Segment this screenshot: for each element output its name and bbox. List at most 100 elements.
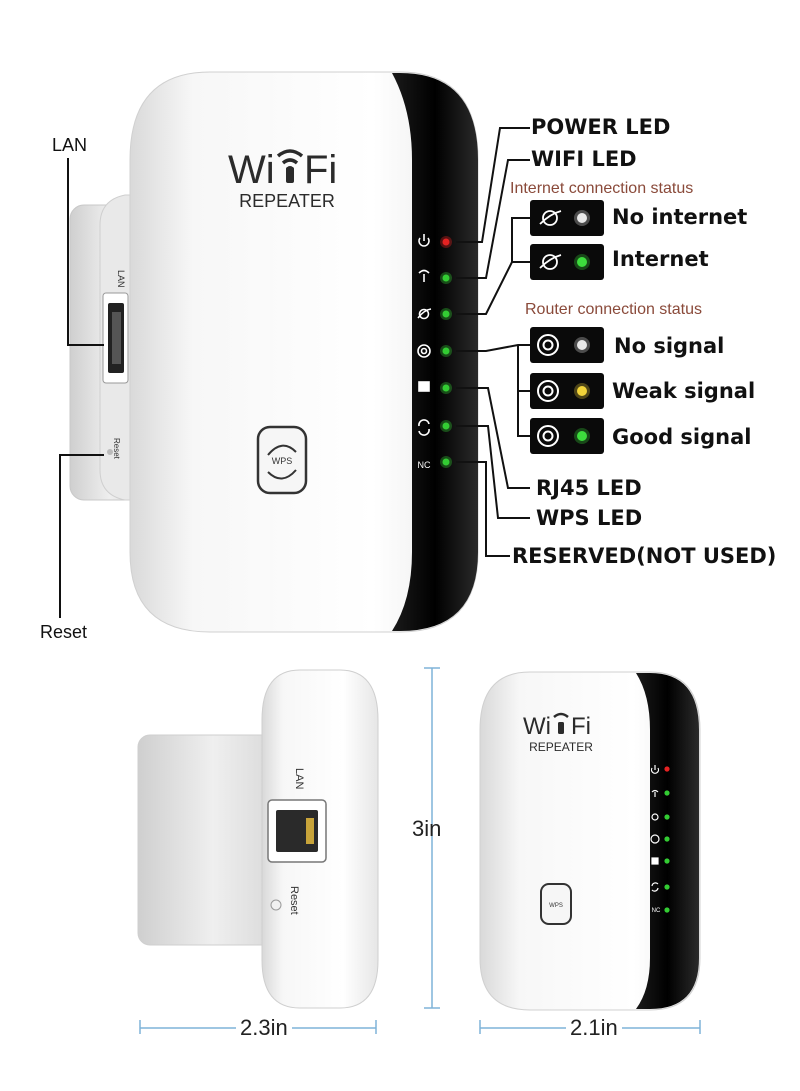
front-wps-button [540, 883, 572, 925]
wifi-callout-line [456, 159, 530, 279]
no-signal-box [530, 327, 604, 363]
side-view-reset-label: Reset [288, 886, 300, 915]
status-boxes [530, 200, 604, 454]
callout-lines [59, 127, 530, 618]
wifi-logo: Wi Fi [228, 148, 337, 192]
front-led-nc [664, 907, 670, 913]
led-power [442, 238, 450, 246]
front-view-device: Wi Fi REPEATER WPS NC [479, 671, 701, 1011]
front-repeater-label: REPEATER [529, 740, 593, 754]
led-dots [440, 236, 452, 468]
internet-label: Internet [612, 247, 709, 271]
led-panel [392, 73, 478, 631]
wifi-signal-icon [418, 269, 430, 282]
nc-label: NC [418, 460, 431, 470]
wps-callout-line [456, 425, 530, 519]
width-dimension-label: 2.1in [566, 1017, 622, 1039]
front-globe-icon [651, 813, 659, 821]
router-bracket [517, 345, 530, 437]
power-callout-line [456, 127, 530, 243]
main-device: LAN Reset Wi Fi REPEATER WPS [69, 71, 479, 633]
wifi-arc-icon [276, 149, 304, 158]
rj45-callout-line [456, 387, 530, 489]
wifi-led-label: WIFI LED [531, 147, 637, 171]
reset-callout-line [59, 454, 104, 618]
reset-callout-label: Reset [40, 622, 88, 642]
front-wifi-fi: Fi [571, 713, 591, 740]
internet-bracket [511, 217, 530, 262]
led-rj45 [442, 384, 450, 392]
good-signal-box-led [577, 431, 587, 441]
signal-icon [537, 334, 559, 356]
wps-button-label: WPS [272, 456, 293, 466]
good-signal-label: Good signal [612, 425, 752, 449]
front-wps-label: WPS [549, 903, 563, 909]
side-reset-hole [270, 899, 282, 911]
front-nc-label: NC [652, 908, 661, 914]
front-led-router [664, 836, 670, 842]
weak-signal-box-bg [530, 373, 604, 409]
front-wifi-i [558, 722, 564, 734]
front-wps-icon [651, 882, 659, 892]
led-wps [442, 422, 450, 430]
wps-led-label: WPS LED [536, 506, 643, 530]
led-nc [442, 458, 450, 466]
reserved-callout-line [456, 461, 510, 557]
side-view-lan-label: LAN [293, 768, 305, 789]
no-internet-box [530, 200, 604, 236]
internet-globe-icon [417, 308, 432, 320]
wps-button [256, 425, 308, 495]
led-icon-column [417, 234, 432, 436]
router-status-heading: Router connection status [525, 301, 702, 318]
weak-signal-label: Weak signal [612, 379, 756, 403]
no-internet-box-bg [530, 200, 604, 236]
globe-ring-icon [539, 210, 562, 225]
repeater-label: REPEATER [239, 191, 335, 211]
front-body [479, 671, 701, 1011]
signal-core-icon [542, 385, 554, 397]
lan-callout-line [67, 158, 104, 346]
good-signal-box-bg [530, 418, 604, 454]
weak-signal-box-led [577, 386, 587, 396]
side-lan-label: LAN [116, 270, 126, 288]
front-led-rj45 [664, 858, 670, 864]
no-signal-label: No signal [614, 334, 725, 358]
front-led-wps [664, 884, 670, 890]
power-icon [418, 234, 430, 247]
led-wifi [442, 274, 450, 282]
internet-status-heading: Internet connection status [510, 180, 694, 197]
wifi-logo-dot [286, 166, 294, 174]
signal-core-icon [542, 339, 554, 351]
wps-arrow-icon [267, 444, 297, 456]
front-router-icon [650, 834, 660, 844]
rj45-icon [418, 381, 430, 392]
globe-icon [542, 210, 558, 226]
front-wifi-arc-icon [553, 712, 569, 718]
front-wifi-wi: Wi [523, 713, 551, 740]
side-lan-pins [306, 818, 314, 844]
lan-callout-label: LAN [52, 135, 88, 155]
front-led-wifi [664, 790, 670, 796]
no-signal-box-bg [530, 327, 604, 363]
router-callout-line [456, 344, 530, 352]
reserved-label: RESERVED(NOT USED) [512, 544, 777, 568]
wifi-logo-fi: Fi [304, 148, 337, 192]
depth-dimension-label: 2.3in [236, 1017, 292, 1039]
no-internet-box-led [577, 213, 587, 223]
weak-signal-box [530, 373, 604, 409]
router-signal-icon [417, 344, 431, 358]
led-router [442, 347, 450, 355]
no-signal-box-led [577, 340, 587, 350]
rj45-led-label: RJ45 LED [536, 476, 642, 500]
front-led-power [664, 766, 670, 772]
front-led-dots [664, 766, 670, 913]
reset-hole [107, 449, 113, 455]
globe-ring-icon [539, 254, 562, 269]
signal-icon [537, 380, 559, 402]
side-view-device: LAN Reset [137, 669, 379, 1009]
device-body [129, 71, 479, 633]
wps-sync-icon [418, 419, 430, 436]
front-led-internet [664, 814, 670, 820]
front-led-icons [650, 765, 660, 892]
